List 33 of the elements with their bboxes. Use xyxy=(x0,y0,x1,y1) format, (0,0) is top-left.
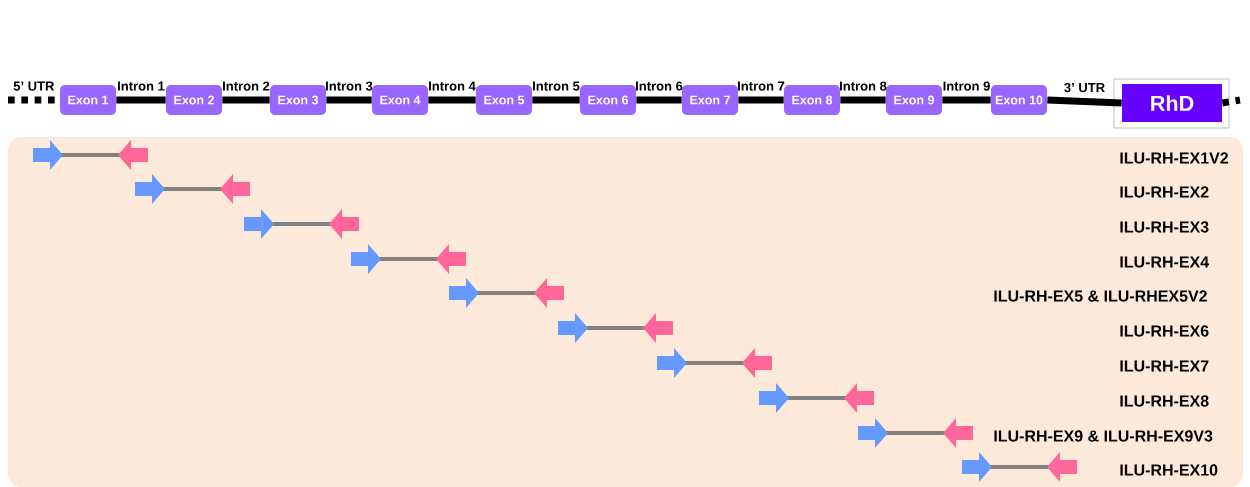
primer-label: ILU-RH-EX5 & ILU-RHEX5V2 xyxy=(994,290,1207,302)
edge-label: Intron 1 xyxy=(118,81,165,91)
edge-label: Intron 2 xyxy=(223,81,270,91)
primer-label: ILU-RH-EX6 xyxy=(1120,325,1209,337)
exon-box: Exon 2 xyxy=(166,85,222,115)
primer-label: ILU-RH-EX8 xyxy=(1120,395,1209,407)
primer-label: ILU-RH-EX10 xyxy=(1120,464,1218,476)
exon-box: Exon 6 xyxy=(580,85,636,115)
edge-label: 5’ UTR xyxy=(13,81,55,91)
exon-box: Exon 5 xyxy=(476,85,532,115)
exon-box: Exon 3 xyxy=(270,85,326,115)
primer-label: ILU-RH-EX3 xyxy=(1120,221,1209,233)
edge-label: Intron 9 xyxy=(943,81,990,91)
primer-label: ILU-RH-EX9 & ILU-RH-EX9V3 xyxy=(994,430,1213,442)
exon-box: Exon 10 xyxy=(991,85,1047,115)
edge-label: Intron 4 xyxy=(429,81,476,91)
exon-box: Exon 4 xyxy=(372,85,428,115)
gene-box: RhD xyxy=(1113,78,1230,129)
edge-label: Intron 5 xyxy=(533,81,580,91)
edge-label: Intron 7 xyxy=(738,81,785,91)
primer-label: ILU-RH-EX1V2 xyxy=(1120,152,1229,164)
exon-box: Exon 1 xyxy=(60,85,116,115)
primer-label: ILU-RH-EX4 xyxy=(1120,256,1210,268)
edge-label: Intron 6 xyxy=(636,81,683,91)
edge-label: Intron 8 xyxy=(840,81,887,91)
gene-line xyxy=(1221,96,1241,107)
primer-label: ILU-RH-EX7 xyxy=(1120,360,1209,372)
edge-label: Intron 3 xyxy=(326,81,373,91)
primer-label: ILU-RH-EX2 xyxy=(1120,186,1209,198)
exon-box: Exon 7 xyxy=(682,85,738,115)
edge-label: 3’ UTR xyxy=(1064,82,1105,93)
exon-box: Exon 9 xyxy=(886,85,942,115)
exon-box: Exon 8 xyxy=(784,85,840,115)
